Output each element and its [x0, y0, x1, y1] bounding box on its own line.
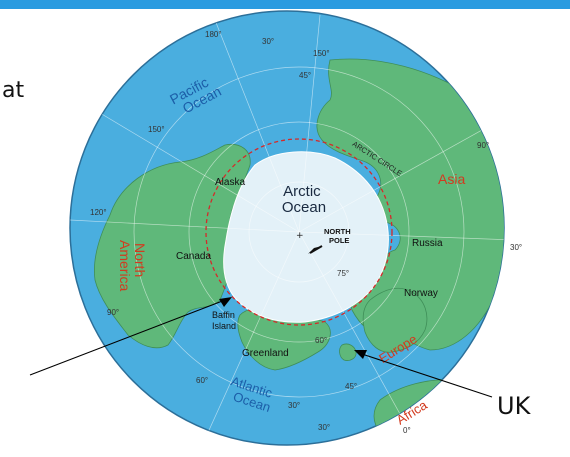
alaska-label: Alaska [215, 177, 245, 188]
graticule [70, 14, 504, 445]
norway-label: Norway [404, 288, 438, 299]
deg-150-top: 150° [313, 49, 330, 58]
russia-label: Russia [412, 238, 443, 249]
arctic-ocean-label: Arctic Ocean [282, 183, 326, 216]
arctic-ice [223, 151, 389, 323]
north-pole-marker: + [296, 231, 304, 241]
deg-30-top: 30° [262, 37, 274, 46]
baffin-label: Baffin Island [212, 310, 237, 331]
deg-60-left: 60° [196, 376, 208, 385]
deg-150-left: 150° [148, 125, 165, 134]
deg-60-center: 60° [315, 336, 327, 345]
deg-90-left: 90° [107, 308, 119, 317]
deg-30-right: 30° [510, 243, 522, 252]
uk-pointer-line [361, 353, 493, 398]
north-pole-arrow-line [309, 245, 323, 254]
uk-landmass [339, 343, 357, 361]
deg-30-bottom: 30° [288, 401, 300, 410]
europe-landmass [362, 287, 428, 353]
deg-90-right: 90° [477, 141, 489, 150]
deg-45-top: 45° [299, 71, 311, 80]
asia-label: Asia [438, 171, 465, 187]
deg-180: 180° [205, 30, 222, 39]
top-accent-bar [0, 0, 570, 9]
north-america-label: North America [117, 240, 148, 292]
arctic-circle-line [205, 138, 393, 326]
left-pointer-line [29, 299, 226, 376]
uk-pointer-arrowhead [354, 350, 367, 359]
deg-45-bottom: 45° [345, 382, 357, 391]
left-pointer-arrowhead [219, 297, 232, 307]
deg-120: 120° [90, 208, 107, 217]
header-fragment: at [2, 78, 25, 103]
deg-75: 75° [337, 269, 349, 278]
greenland-label: Greenland [242, 348, 289, 359]
deg-0: 0° [403, 426, 411, 435]
deg-30-bottom2: 30° [318, 423, 330, 432]
canada-label: Canada [176, 251, 211, 262]
uk-pointer-label: UK [497, 392, 531, 420]
north-pole-label: NORTH POLE [324, 227, 353, 245]
